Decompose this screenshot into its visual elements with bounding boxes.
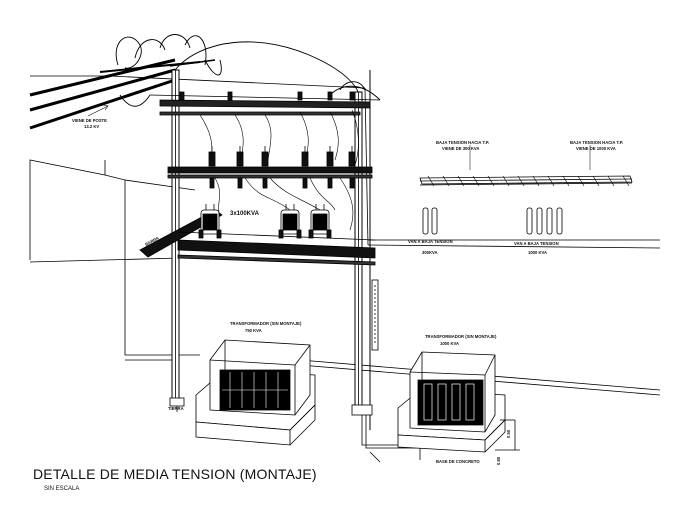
dim-right2-label: 0.80	[496, 456, 501, 465]
va-left-label: VAN A BAJA TENSION	[408, 239, 453, 244]
bus-tick	[577, 175, 585, 187]
jumper-wires	[199, 109, 359, 231]
insulator	[179, 91, 185, 101]
bt-cables-right	[526, 207, 563, 235]
incoming-line-label: VIENE DE POSTE	[72, 118, 107, 123]
pole-transformer	[308, 204, 332, 239]
fuse-cutout	[326, 146, 334, 189]
transformer-right-kva: 1000 KVA	[440, 341, 459, 346]
bus-tick	[487, 175, 495, 187]
bt-bus	[419, 175, 633, 186]
insulator	[327, 91, 333, 101]
ground-rod	[169, 397, 185, 412]
ground-label: TIERRA	[168, 406, 184, 411]
pad-transformer-right	[397, 351, 520, 453]
bt-cables-left	[422, 207, 438, 235]
fuse-cutout	[301, 146, 309, 189]
transformer-left-title: TRANSFORMADOR (SIN MONTAJE)	[230, 321, 302, 326]
incoming-arrow	[87, 104, 109, 117]
fuse-cutout	[348, 146, 356, 189]
bus-tick	[592, 175, 600, 187]
va-left-sub: 300KVA	[422, 250, 438, 255]
pad-transformer-left	[195, 339, 316, 446]
bus-tick	[427, 175, 435, 187]
insulator-set	[179, 91, 355, 101]
transformer-rating-label: 3x100KVA	[230, 211, 260, 217]
bt-left-title: BAJA TENSION HACIA T.P.	[436, 140, 489, 145]
va-right-label: VAN A BAJA TENSION	[514, 241, 559, 246]
overhead-loops	[115, 34, 381, 107]
bus-tick	[547, 175, 555, 187]
fuse-row	[167, 166, 373, 179]
transformer-platform	[139, 209, 376, 266]
drawing-title: DETALLE DE MEDIA TENSION (MONTAJE)	[33, 466, 317, 482]
va-right-sub: 1000 KVA	[528, 250, 547, 255]
pole-transformers	[198, 204, 332, 239]
bus-tick	[532, 175, 540, 187]
insulator	[349, 91, 355, 101]
pole-transformer	[198, 204, 222, 239]
transformer-left-kva: 750 KVA	[245, 328, 262, 333]
fuse-set	[208, 146, 356, 189]
bt-left-sub: VIENE DE 300 KVA	[442, 146, 479, 151]
scale-note: SIN ESCALA	[44, 486, 80, 492]
fuse-cutout	[236, 146, 244, 189]
incoming-lines	[29, 58, 216, 130]
insulator	[227, 91, 233, 101]
bus-tick	[442, 175, 450, 187]
bus-tick	[502, 175, 510, 187]
bus-tick	[562, 175, 570, 187]
bt-leaders	[469, 145, 591, 170]
incoming-voltage-label: 13.2 KV	[84, 124, 99, 129]
bt-right-sub: VIENE DE 1000 KVA	[576, 146, 616, 151]
bus-tick	[517, 175, 525, 187]
transformer-right-title: TRANSFORMADOR (SIN MONTAJE)	[425, 334, 497, 339]
bus-tick	[457, 175, 465, 187]
base-label: BASE DE CONCRETO	[436, 459, 480, 464]
bt-bus-ticks	[427, 175, 630, 187]
insulator	[297, 91, 303, 101]
upper-crossarm	[149, 94, 381, 116]
bus-tick	[622, 175, 630, 187]
building-outline	[29, 75, 661, 463]
bus-tick	[472, 175, 480, 187]
dim-right-label: 0.50	[506, 429, 511, 438]
pole-transformer	[278, 204, 302, 239]
bus-label: BARRA	[144, 235, 160, 247]
bt-right-title: BAJA TENSION HACIA T.P.	[570, 140, 623, 145]
bus-tick	[607, 175, 615, 187]
conduits	[351, 279, 421, 460]
diagram-labels: VIENE DE POSTE 13.2 KV 3x100KVA TRANSFOR…	[72, 118, 623, 465]
